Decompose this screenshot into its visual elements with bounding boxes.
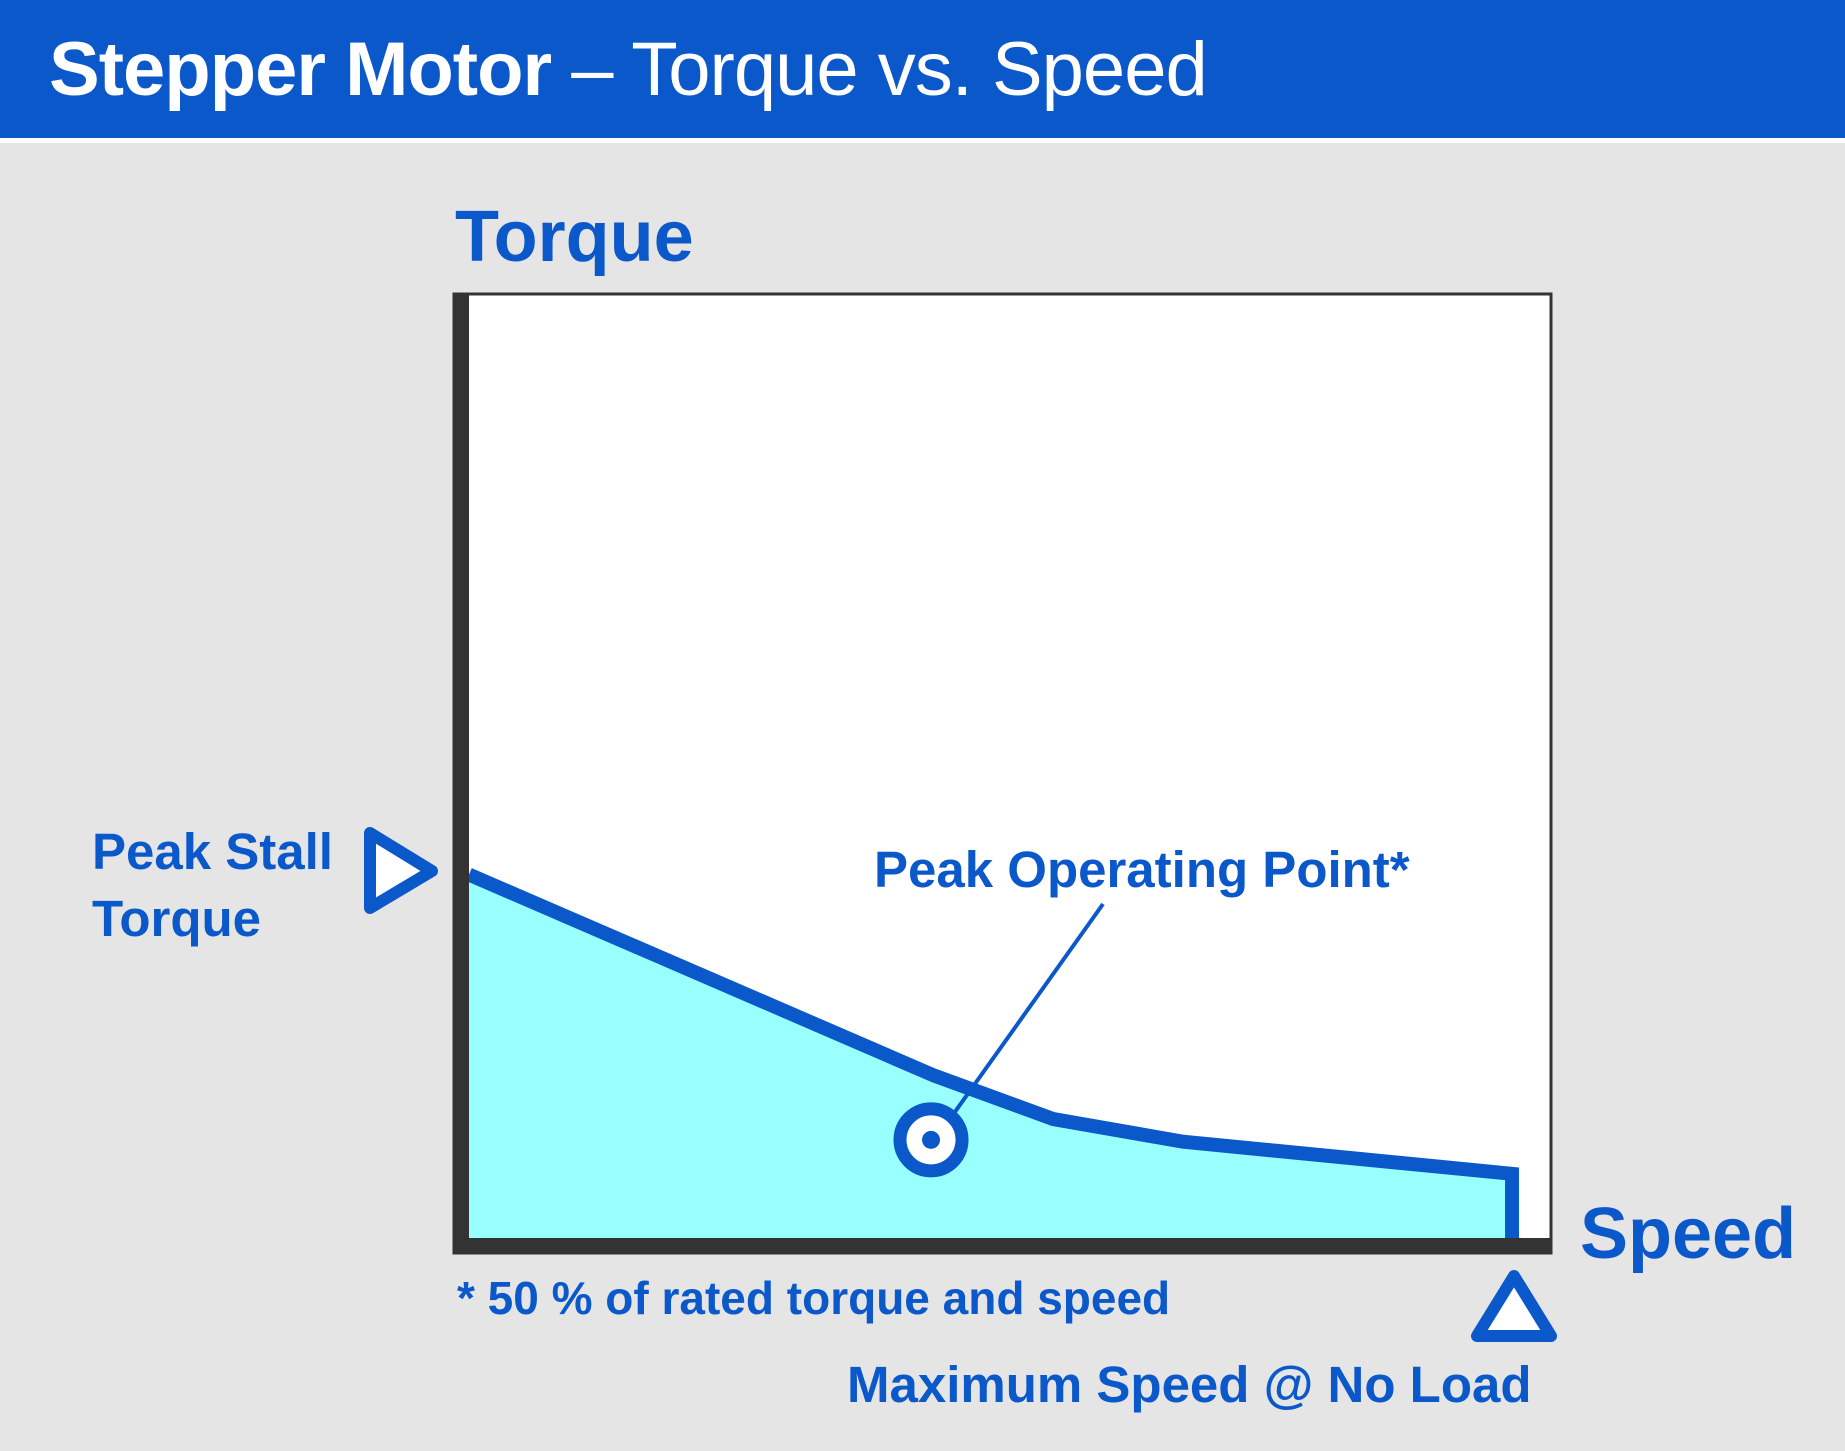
torque-area-fill	[469, 874, 1513, 1238]
x-axis-label: Speed	[1580, 1194, 1797, 1274]
x-axis-line	[454, 1238, 1551, 1253]
y-axis-line	[454, 294, 469, 1253]
torque-curve	[466, 868, 1520, 1238]
header-bar: Stepper Motor – Torque vs. Speed	[0, 0, 1845, 143]
title-bold: Stepper Motor	[49, 27, 552, 112]
peak-stall-label-line1: Peak Stall	[92, 823, 333, 880]
footnote: * 50 % of rated torque and speed	[457, 1272, 1171, 1324]
operating-point-dot	[922, 1130, 941, 1149]
y-axis-label: Torque	[455, 197, 694, 277]
peak-stall-label-line2: Torque	[92, 890, 262, 947]
max-speed-label: Maximum Speed @ No Load	[847, 1356, 1532, 1413]
operating-point-label: Peak Operating Point*	[874, 841, 1410, 898]
page-title: Stepper Motor – Torque vs. Speed	[49, 26, 1208, 113]
title-rest: – Torque vs. Speed	[551, 27, 1208, 112]
peak-stall-arrow-icon	[364, 827, 438, 914]
max-speed-arrow-icon	[1471, 1270, 1557, 1342]
operating-point-leader-line	[953, 902, 1105, 1113]
